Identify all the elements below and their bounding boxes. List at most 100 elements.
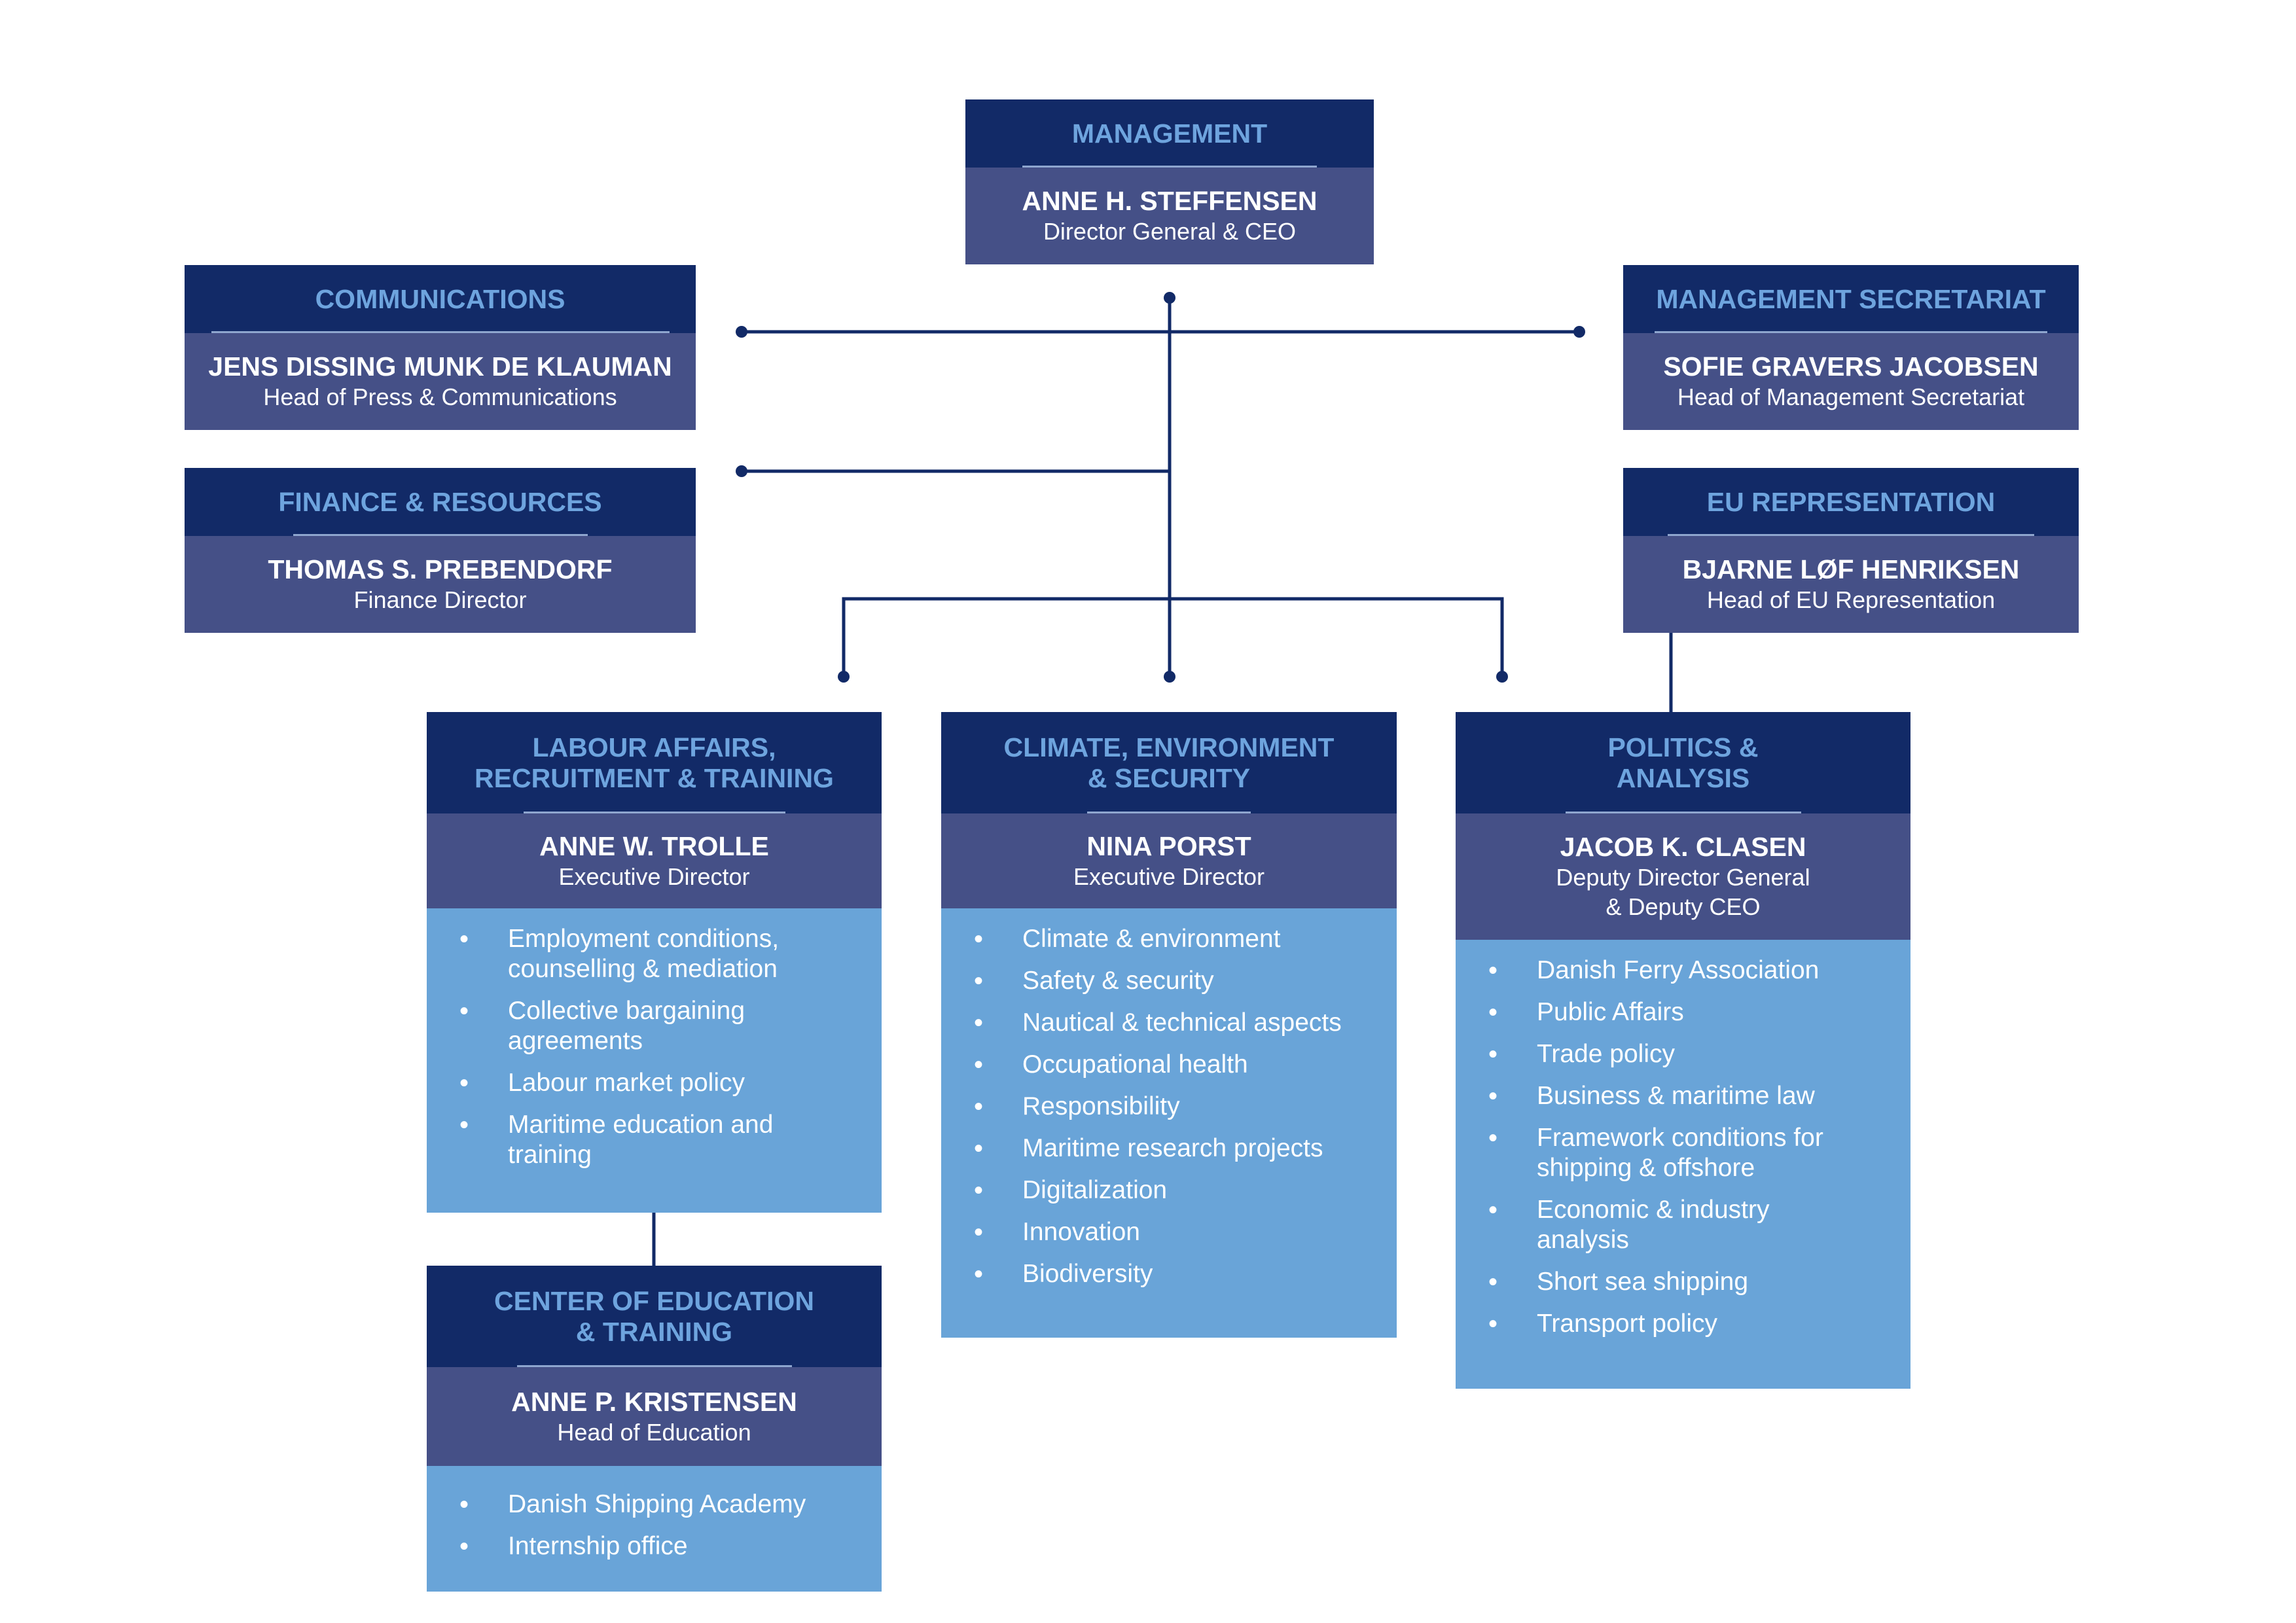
header-divider	[516, 1365, 792, 1367]
labour-name: ANNE W. TROLLE	[539, 830, 769, 861]
finance-person: THOMAS S. PREBENDORF Finance Director	[185, 536, 696, 633]
list-item: Digitalization	[941, 1175, 1384, 1205]
secretariat-person: SOFIE GRAVERS JACOBSEN Head of Managemen…	[1623, 333, 2079, 430]
header-divider	[1655, 331, 2047, 333]
connector-dot	[1496, 671, 1508, 683]
secretariat-box: MANAGEMENT SECRETARIAT SOFIE GRAVERS JAC…	[1623, 265, 2079, 430]
list-item: Public Affairs	[1456, 997, 1852, 1027]
list-item: Maritime education and training	[427, 1110, 810, 1170]
list-item: Collective bargaining agreements	[427, 996, 810, 1056]
education-box: CENTER OF EDUCATION & TRAINING ANNE P. K…	[427, 1266, 882, 1592]
education-name: ANNE P. KRISTENSEN	[511, 1386, 797, 1417]
secretariat-role: Head of Management Secretariat	[1677, 383, 2025, 410]
politics-responsibilities-list: Danish Ferry Association Public Affairs …	[1456, 940, 1910, 1389]
list-item: Danish Ferry Association	[1456, 955, 1852, 986]
header-divider	[1087, 812, 1251, 813]
politics-name: JACOB K. CLASEN	[1560, 832, 1806, 862]
climate-unit-title-line1: CLIMATE, ENVIRONMENT	[1003, 732, 1335, 762]
education-header: CENTER OF EDUCATION & TRAINING	[427, 1266, 882, 1367]
list-item: Occupational health	[941, 1050, 1384, 1080]
header-divider	[211, 331, 670, 333]
eu-name: BJARNE LØF HENRIKSEN	[1682, 554, 2020, 584]
labour-responsibilities-list: Employment conditions, counselling & med…	[427, 908, 882, 1213]
labour-role: Executive Director	[558, 863, 750, 890]
list-item: Responsibility	[941, 1092, 1384, 1122]
labour-unit-title-line1: LABOUR AFFAIRS,	[532, 732, 776, 762]
header-divider	[1565, 812, 1801, 813]
list-item: Internship office	[427, 1531, 869, 1561]
finance-box: FINANCE & RESOURCES THOMAS S. PREBENDORF…	[185, 468, 696, 633]
climate-role: Executive Director	[1073, 863, 1265, 890]
labour-unit-title-line2: RECRUITMENT & TRAINING	[475, 762, 834, 793]
connector-dot	[736, 465, 747, 477]
finance-role: Finance Director	[353, 586, 527, 613]
list-item: Trade policy	[1456, 1039, 1852, 1069]
politics-unit-title-line1: POLITICS &	[1607, 732, 1759, 762]
communications-header: COMMUNICATIONS	[185, 265, 696, 333]
climate-name: NINA PORST	[1086, 830, 1251, 861]
header-divider	[1022, 166, 1317, 168]
politics-role-line2: & Deputy CEO	[1605, 893, 1761, 920]
management-role: Director General & CEO	[1043, 218, 1297, 245]
connector-dot	[736, 326, 747, 338]
eu-box: EU REPRESENTATION BJARNE LØF HENRIKSEN H…	[1623, 468, 2079, 633]
connector-dot	[1164, 292, 1175, 304]
communications-unit-title: COMMUNICATIONS	[315, 283, 565, 314]
connector-dot	[838, 671, 850, 683]
list-item: Business & maritime law	[1456, 1081, 1852, 1111]
communications-box: COMMUNICATIONS JENS DISSING MUNK DE KLAU…	[185, 265, 696, 430]
education-role: Head of Education	[557, 1418, 751, 1446]
management-box: MANAGEMENT ANNE H. STEFFENSEN Director G…	[965, 99, 1374, 264]
list-item: Short sea shipping	[1456, 1267, 1852, 1297]
climate-header: CLIMATE, ENVIRONMENT & SECURITY	[941, 712, 1397, 813]
connector-dot	[1573, 326, 1585, 338]
eu-person: BJARNE LØF HENRIKSEN Head of EU Represen…	[1623, 536, 2079, 633]
politics-person: JACOB K. CLASEN Deputy Director General …	[1456, 813, 1910, 940]
education-unit-title-line2: & TRAINING	[575, 1316, 733, 1347]
list-item: Employment conditions, counselling & med…	[427, 924, 810, 984]
list-item: Economic & industry analysis	[1456, 1195, 1852, 1255]
labour-box: LABOUR AFFAIRS, RECRUITMENT & TRAINING A…	[427, 712, 882, 1213]
connector-dot	[1164, 671, 1175, 683]
list-item: Nautical & technical aspects	[941, 1008, 1384, 1038]
list-item: Climate & environment	[941, 924, 1384, 954]
list-item: Danish Shipping Academy	[427, 1489, 869, 1520]
header-divider	[1668, 534, 2034, 536]
list-item: Innovation	[941, 1217, 1384, 1247]
labour-person: ANNE W. TROLLE Executive Director	[427, 813, 882, 908]
politics-role-line1: Deputy Director General	[1556, 864, 1810, 891]
secretariat-header: MANAGEMENT SECRETARIAT	[1623, 265, 2079, 333]
header-divider	[523, 812, 785, 813]
header-divider	[293, 534, 588, 536]
communications-name: JENS DISSING MUNK DE KLAUMAN	[208, 351, 672, 382]
directors-branch-line	[842, 597, 1504, 675]
education-responsibilities-list: Danish Shipping Academy Internship offic…	[427, 1466, 882, 1592]
politics-unit-title-line2: ANALYSIS	[1616, 762, 1750, 793]
list-item: Safety & security	[941, 966, 1384, 996]
management-name: ANNE H. STEFFENSEN	[1022, 186, 1318, 216]
climate-person: NINA PORST Executive Director	[941, 813, 1397, 908]
secretariat-unit-title: MANAGEMENT SECRETARIAT	[1656, 283, 2046, 314]
climate-unit-title-line2: & SECURITY	[1087, 762, 1251, 793]
eu-unit-title: EU REPRESENTATION	[1706, 486, 1996, 517]
communications-role: Head of Press & Communications	[263, 383, 617, 410]
list-item: Transport policy	[1456, 1309, 1852, 1339]
finance-name: THOMAS S. PREBENDORF	[268, 554, 613, 584]
politics-box: POLITICS & ANALYSIS JACOB K. CLASEN Depu…	[1456, 712, 1910, 1389]
communications-person: JENS DISSING MUNK DE KLAUMAN Head of Pre…	[185, 333, 696, 430]
list-item: Labour market policy	[427, 1068, 810, 1098]
finance-unit-title: FINANCE & RESOURCES	[278, 486, 602, 517]
eu-role: Head of EU Representation	[1706, 586, 1996, 613]
climate-responsibilities-list: Climate & environment Safety & security …	[941, 908, 1397, 1338]
education-person: ANNE P. KRISTENSEN Head of Education	[427, 1367, 882, 1466]
education-unit-title-line1: CENTER OF EDUCATION	[494, 1285, 814, 1316]
labour-header: LABOUR AFFAIRS, RECRUITMENT & TRAINING	[427, 712, 882, 813]
list-item: Framework conditions for shipping & offs…	[1456, 1123, 1852, 1183]
management-unit-title: MANAGEMENT	[1071, 118, 1268, 149]
management-person: ANNE H. STEFFENSEN Director General & CE…	[965, 168, 1374, 264]
list-item: Biodiversity	[941, 1259, 1384, 1289]
secretariat-name: SOFIE GRAVERS JACOBSEN	[1663, 351, 2039, 382]
eu-header: EU REPRESENTATION	[1623, 468, 2079, 536]
management-header: MANAGEMENT	[965, 99, 1374, 168]
